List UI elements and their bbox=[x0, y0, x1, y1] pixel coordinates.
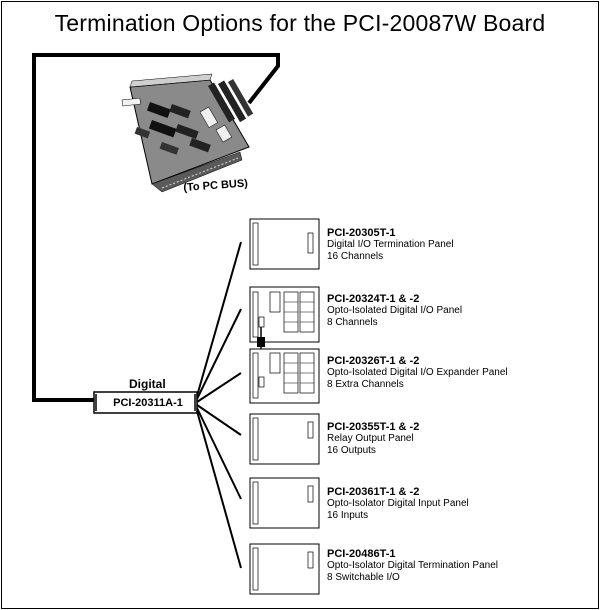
panel-desc: Digital I/O Termination Panel bbox=[327, 239, 454, 250]
panel-name: PCI-20305T-1 bbox=[327, 227, 396, 239]
panel-desc: Relay Output Panel bbox=[327, 433, 414, 444]
panel-desc: Opto-Isolated Digital I/O Panel bbox=[327, 305, 463, 316]
panel-detail: 16 Inputs bbox=[327, 509, 369, 521]
panel-label-4: PCI-20355T-1 & -2 Relay Output Panel 16 … bbox=[327, 421, 419, 456]
panel-illustration-6 bbox=[249, 543, 320, 595]
panel-label-3: PCI-20326T-1 & -2 Opto-Isolated Digital … bbox=[327, 355, 508, 390]
panel-illustration-5 bbox=[249, 477, 320, 529]
panel-detail: 16 Channels bbox=[327, 250, 384, 262]
panel-name: PCI-20326T-1 & -2 bbox=[327, 355, 420, 367]
connector-label: PCI-20311A-1 bbox=[113, 397, 183, 409]
panel-label-1: PCI-20305T-1 Digital I/O Termination Pan… bbox=[327, 227, 454, 262]
panel-illustration-3 bbox=[249, 348, 320, 404]
panel-illustration-4 bbox=[249, 413, 320, 465]
panel-label-6: PCI-20486T-1 Opto-Isolator Digital Termi… bbox=[327, 548, 498, 583]
panel-detail: 8 Channels bbox=[327, 316, 378, 328]
panel-name: PCI-20361T-1 & -2 bbox=[327, 486, 420, 498]
panel-detail: 8 Extra Channels bbox=[327, 378, 404, 390]
fanout-cables bbox=[196, 241, 242, 569]
panel-desc: Opto-Isolator Digital Input Panel bbox=[327, 498, 469, 509]
panel-desc: Opto-Isolator Digital Termination Panel bbox=[327, 560, 499, 571]
panel-name: PCI-20486T-1 bbox=[327, 548, 396, 560]
panel-illustration-2 bbox=[249, 286, 320, 343]
panel-name: PCI-20324T-1 & -2 bbox=[327, 293, 420, 305]
panel-label-2: PCI-20324T-1 & -2 Opto-Isolated Digital … bbox=[327, 293, 462, 328]
panel-desc: Opto-Isolated Digital I/O Expander Panel bbox=[327, 367, 508, 378]
panel-detail: 16 Outputs bbox=[327, 444, 376, 456]
board-cable bbox=[32, 53, 280, 402]
panel-illustration-1 bbox=[249, 218, 320, 270]
connector-box bbox=[93, 391, 198, 414]
panel-name: PCI-20355T-1 & -2 bbox=[327, 421, 420, 433]
cable-label: Digital bbox=[129, 377, 166, 391]
pci-board-image bbox=[121, 73, 254, 193]
panel-label-5: PCI-20361T-1 & -2 Opto-Isolator Digital … bbox=[327, 486, 469, 521]
diagram-title: Termination Options for the PCI-20087W B… bbox=[54, 10, 546, 36]
panel-detail: 8 Switchable I/O bbox=[327, 571, 400, 583]
